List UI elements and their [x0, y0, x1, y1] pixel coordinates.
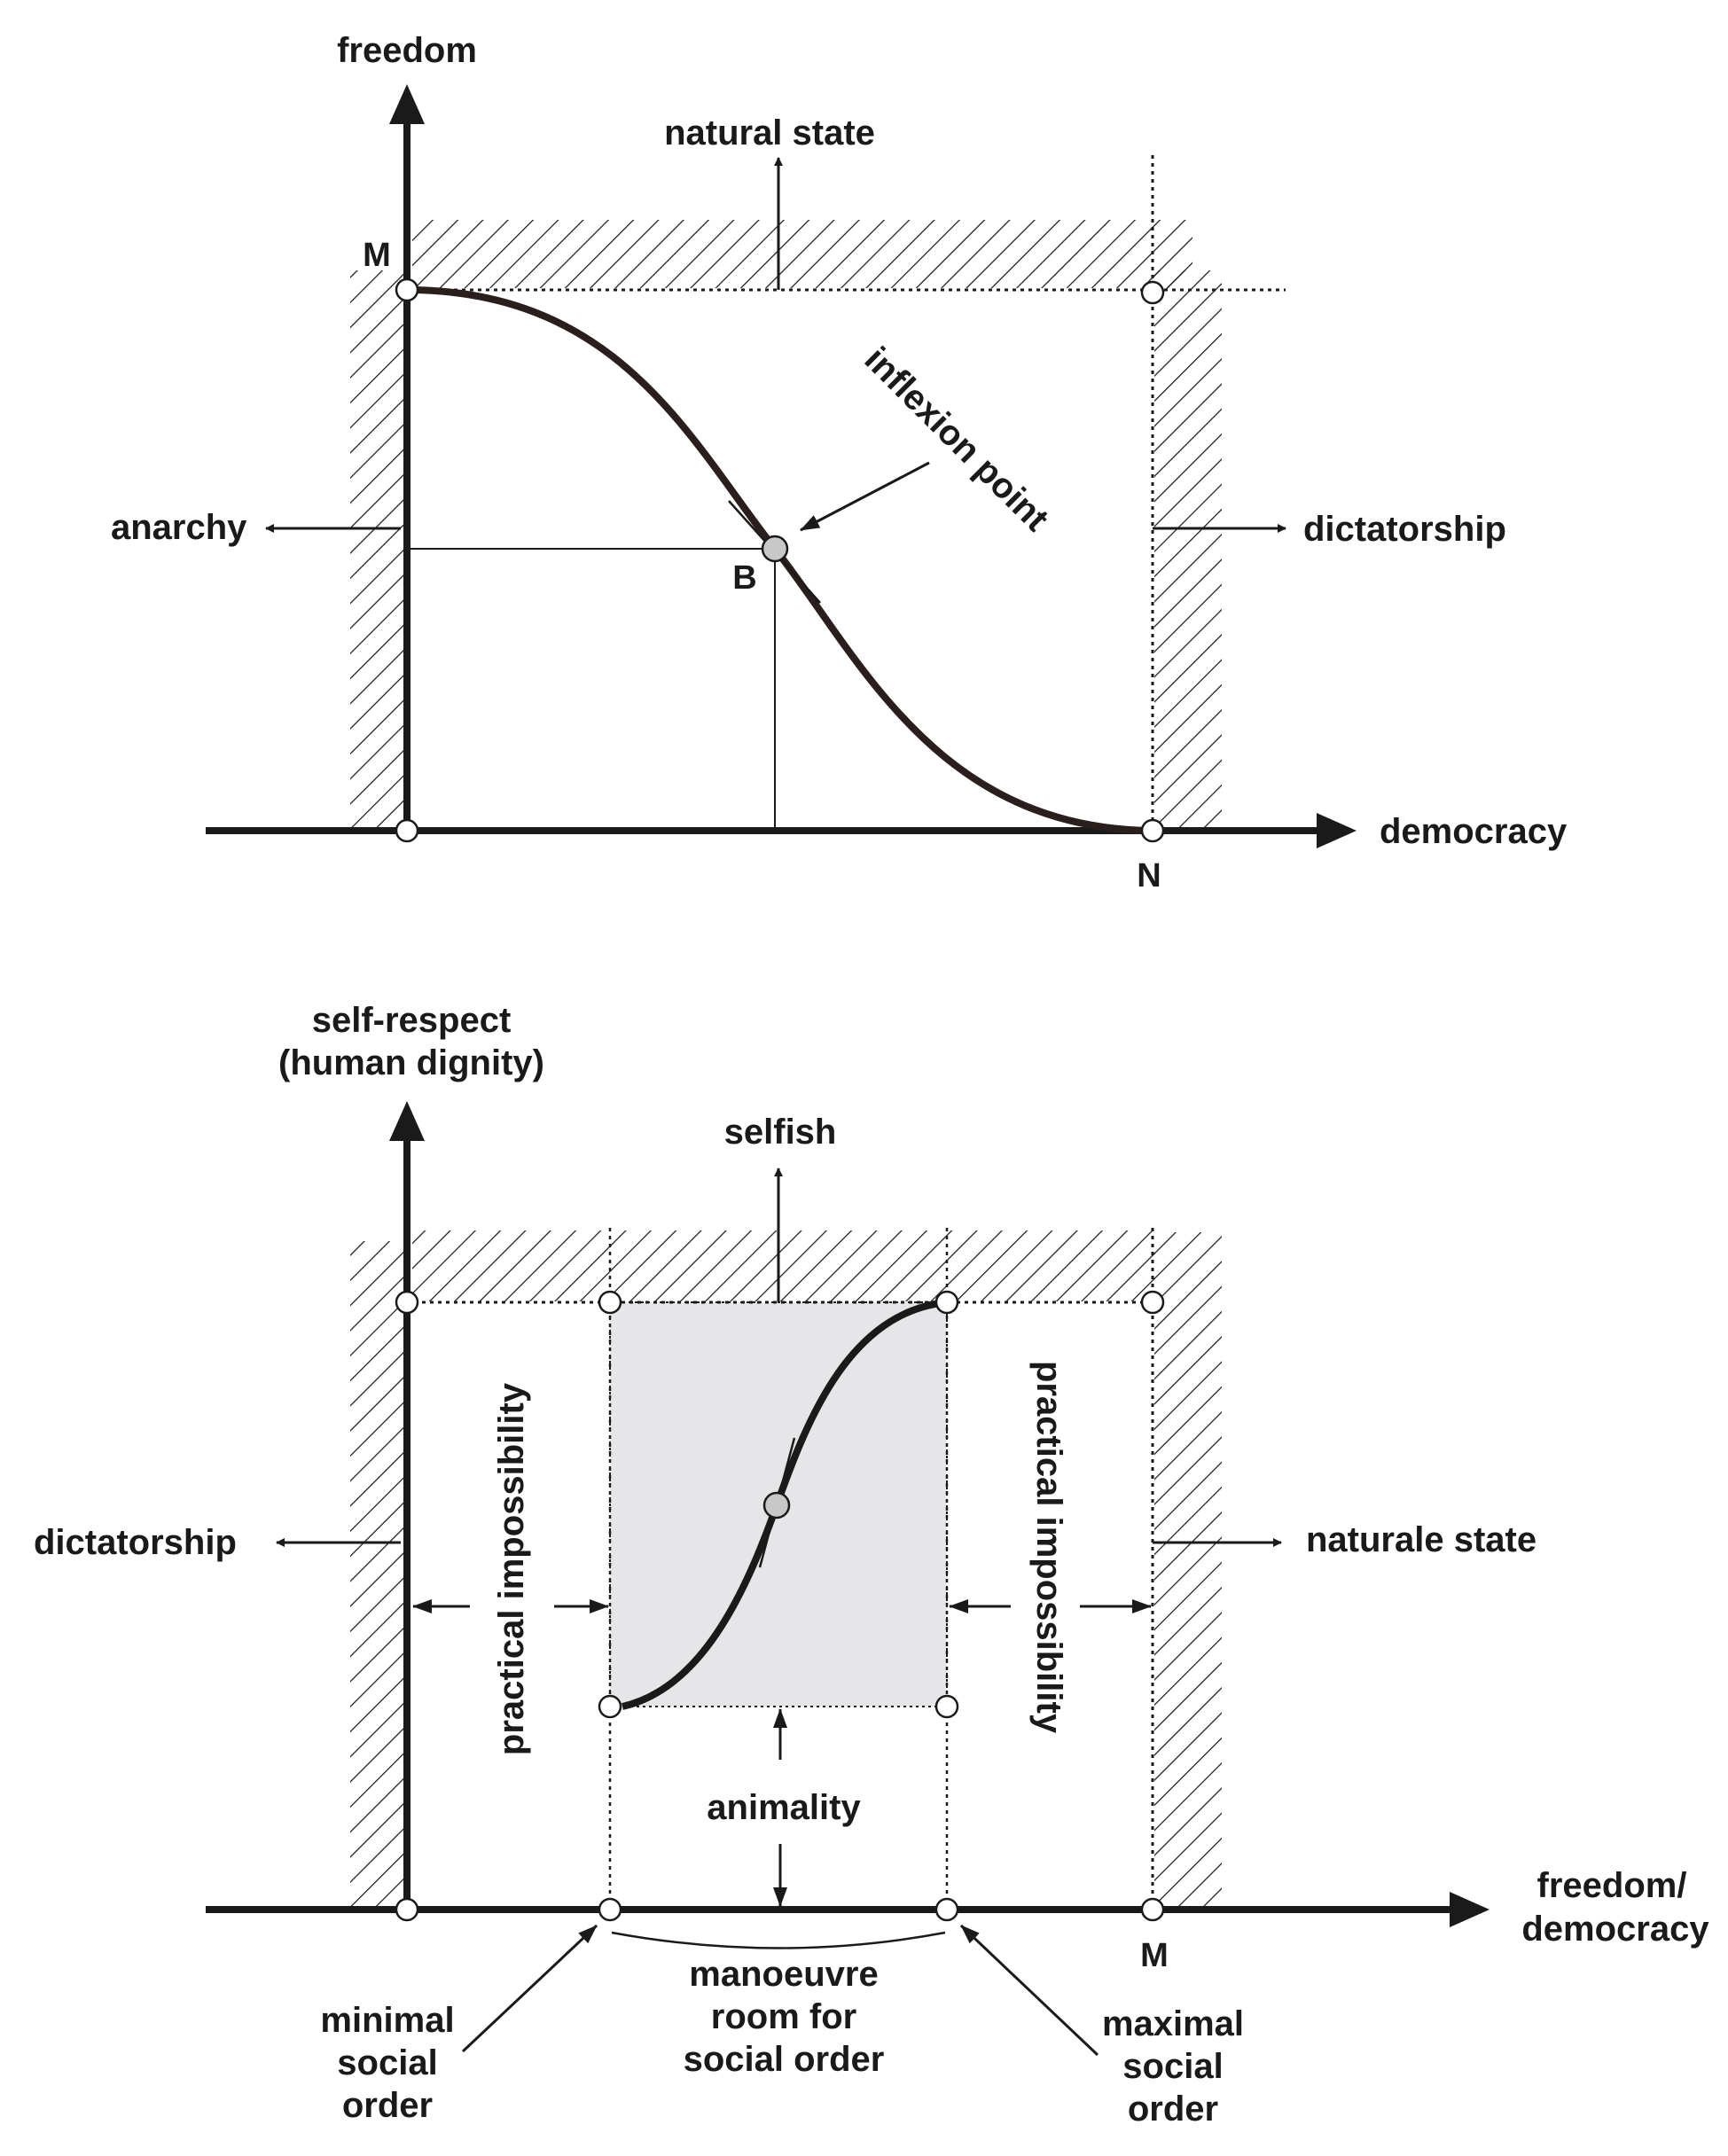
bottom-x-axis-arrowhead: [1450, 1892, 1490, 1927]
bottom-min-label-line1: minimal: [320, 2001, 454, 2040]
top-node-N: [1140, 818, 1165, 843]
bottom-max-label-line3: order: [1128, 2090, 1218, 2129]
bottom-max-label-line1: maximal: [1102, 2004, 1244, 2043]
bottom-hatch-left: [350, 1241, 407, 1908]
bottom-y-axis-label-line2: (human dignity): [278, 1043, 544, 1082]
bottom-node-inflexion: [762, 1491, 791, 1519]
top-y-axis-label: freedom: [337, 31, 477, 70]
bottom-hatch-right: [1154, 1232, 1222, 1908]
bottom-hatch-upper: [412, 1230, 1155, 1301]
bottom-node-max-order: [934, 1897, 959, 1922]
bottom-node-min-order: [598, 1897, 622, 1922]
bottom-node-top-left: [395, 1290, 419, 1315]
top-node-origin: [395, 818, 419, 843]
bottom-min-pointer-arrow: [461, 1924, 598, 2053]
bottom-node-region-top-right: [934, 1290, 959, 1315]
bottom-x-axis-label-line2: democracy: [1521, 1910, 1709, 1949]
bottom-min-label-line2: social: [337, 2043, 437, 2082]
top-hatch-upper: [412, 220, 1192, 288]
bottom-node-region-bottom-left: [598, 1694, 622, 1719]
top-x-axis-label: democracy: [1380, 812, 1568, 851]
bottom-selfish-label: selfish: [724, 1113, 837, 1152]
bottom-room-label-line3: social order: [684, 2040, 885, 2079]
top-diagram: freedom natural state anarchy dictatorsh…: [111, 31, 1568, 894]
top-inflexion-arrow: [800, 461, 930, 532]
bottom-min-label-line3: order: [342, 2086, 433, 2125]
bottom-node-origin: [395, 1897, 419, 1922]
top-point-M-label: M: [363, 237, 391, 274]
bottom-left-zone-label: practical impossibility: [492, 1382, 531, 1755]
bottom-y-axis-arrowhead: [389, 1101, 425, 1141]
bottom-max-label-line2: social: [1122, 2047, 1223, 2086]
top-node-M: [395, 277, 419, 302]
bottom-manoeuvre-brace: [611, 1931, 946, 1949]
bottom-node-top-right: [1140, 1290, 1165, 1315]
top-natural-state-label: natural state: [664, 113, 875, 152]
top-point-B-label: B: [732, 559, 756, 597]
top-x-axis-arrowhead: [1317, 813, 1357, 848]
top-dictatorship-label: dictatorship: [1303, 510, 1506, 549]
bottom-max-pointer-arrow: [959, 1924, 1099, 2057]
bottom-room-label-line1: manoeuvre: [689, 1955, 878, 1994]
top-node-B: [761, 535, 789, 563]
bottom-right-zone-label: practical impossibility: [1029, 1361, 1068, 1734]
bottom-room-label-line2: room for: [711, 1997, 856, 2036]
bottom-point-M-label: M: [1140, 1937, 1169, 1974]
top-hatch-right: [1154, 270, 1222, 829]
top-inflexion-label: inflexion point: [857, 340, 1056, 538]
top-node-upper-right: [1140, 280, 1165, 305]
bottom-y-axis-label-line1: self-respect: [312, 1001, 512, 1040]
bottom-node-region-bottom-right: [934, 1694, 959, 1719]
top-point-N-label: N: [1137, 857, 1161, 894]
top-hatch-left: [350, 270, 407, 829]
bottom-node-M: [1140, 1897, 1165, 1922]
bottom-animality-label: animality: [707, 1788, 861, 1827]
bottom-x-axis-label-line1: freedom/: [1537, 1866, 1687, 1905]
bottom-dictatorship-label: dictatorship: [34, 1523, 237, 1562]
top-anarchy-label: anarchy: [111, 508, 247, 547]
bottom-diagram: self-respect (human dignity) selfish dic…: [34, 1001, 1709, 2129]
bottom-node-region-top-left: [598, 1290, 622, 1315]
top-y-axis-arrowhead: [389, 84, 425, 124]
bottom-naturale-state-label: naturale state: [1306, 1520, 1536, 1559]
